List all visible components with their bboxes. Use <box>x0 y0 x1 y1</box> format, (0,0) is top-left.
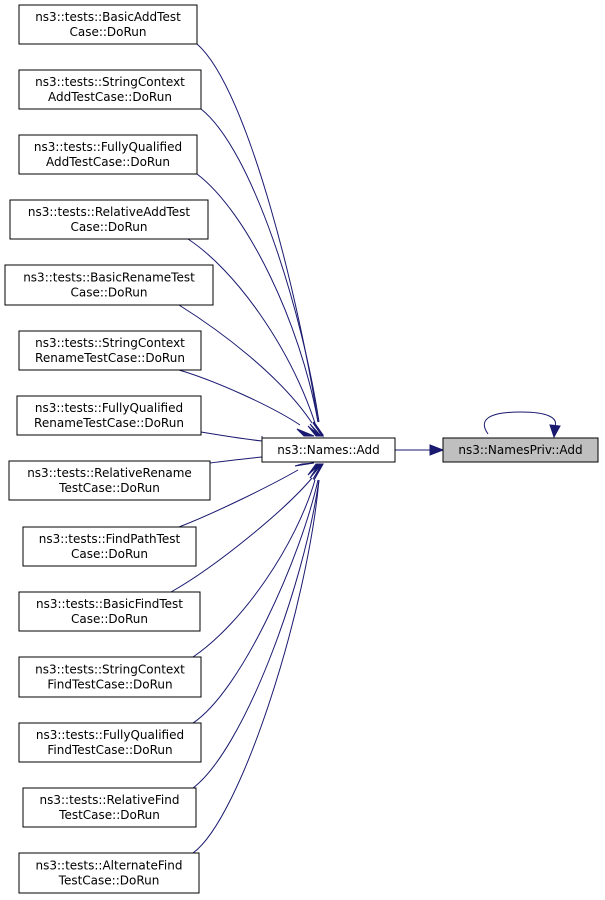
node-string_context_find-box <box>18 656 202 698</box>
node-fully_qualified_find[interactable]: ns3::tests::FullyQualifiedFindTestCase::… <box>18 722 202 763</box>
node-alternate_find-box <box>18 852 200 894</box>
node-relative_find-box <box>22 787 197 828</box>
node-string_context_add-label-line-1: ns3::tests::StringContext <box>35 75 185 89</box>
node-fully_qualified_rename-label-line-1: ns3::tests::FullyQualified <box>35 401 183 415</box>
node-string_context_find-label-line-1: ns3::tests::StringContext <box>35 663 185 677</box>
arrowhead-find_path <box>294 462 315 467</box>
edge-names-priv-add-self-loop <box>483 411 557 435</box>
node-relative_add-label-line-2: Case::DoRun <box>70 220 147 234</box>
edge-basic_find-to-names-add <box>170 477 313 593</box>
edge-relative_add-to-names-add <box>187 238 316 424</box>
node-string_context_rename-box <box>18 330 202 371</box>
node-relative_rename[interactable]: ns3::tests::RelativeRenameTestCase::DoRu… <box>8 460 211 501</box>
node-fully_qualified_add[interactable]: ns3::tests::FullyQualifiedAddTestCase::D… <box>18 134 198 175</box>
edge-fully_qualified_rename-to-names-add <box>200 431 263 442</box>
edge-relative_rename-to-names-add <box>209 456 263 464</box>
arrowhead-string_context_rename <box>296 428 315 437</box>
node-names_priv_add[interactable]: ns3::NamesPriv::Add <box>442 437 599 463</box>
edge-relative_find-to-names-add <box>192 479 320 789</box>
node-relative_find-label-line-1: ns3::tests::RelativeFind <box>40 793 180 807</box>
edge-string_context_add-to-names-add <box>200 108 320 423</box>
node-relative_add-box <box>9 199 209 240</box>
node-names_priv_add-box <box>442 437 599 463</box>
arrowhead-names-priv-add <box>429 444 445 456</box>
node-fully_qualified_find-label-line-1: ns3::tests::FullyQualified <box>36 728 184 742</box>
node-names_add-box <box>261 437 396 463</box>
node-fully_qualified_rename-label-line-2: RenameTestCase::DoRun <box>34 416 184 430</box>
node-basic_add-label-line-1: ns3::tests::BasicAddTest <box>35 10 181 24</box>
node-names_priv_add-label-line-1: ns3::NamesPriv::Add <box>458 443 582 457</box>
node-fully_qualified_rename[interactable]: ns3::tests::FullyQualifiedRenameTestCase… <box>16 395 202 436</box>
node-find_path-label-line-1: ns3::tests::FindPathTest <box>39 532 181 546</box>
edge-fully_qualified_find-to-names-add <box>192 479 319 724</box>
node-fully_qualified_rename-box <box>16 395 202 436</box>
node-relative_find-label-line-2: TestCase::DoRun <box>58 808 160 822</box>
node-relative_add-label-line-1: ns3::tests::RelativeAddTest <box>28 205 191 219</box>
node-basic_rename-label-line-2: Case::DoRun <box>70 286 147 300</box>
node-find_path-box <box>22 526 197 567</box>
node-fully_qualified_add-box <box>18 134 198 175</box>
node-alternate_find-label-line-2: TestCase::DoRun <box>58 874 160 888</box>
node-fully_qualified_find-box <box>18 722 202 763</box>
node-string_context_find-label-line-2: FindTestCase::DoRun <box>47 678 172 692</box>
arrowhead-fully_qualified_add <box>312 421 324 437</box>
node-basic_find-label-line-2: Case::DoRun <box>71 612 148 626</box>
edge-basic_add-to-names-add <box>196 43 319 423</box>
node-string_context_add-label-line-2: AddTestCase::DoRun <box>48 90 172 104</box>
node-basic_rename-label-line-1: ns3::tests::BasicRenameTest <box>23 271 195 285</box>
node-relative_rename-box <box>8 460 211 501</box>
node-string_context_add-box <box>18 69 202 110</box>
arrowhead-alternate_find <box>313 463 324 481</box>
node-basic_add-label-line-2: Case::DoRun <box>69 25 146 39</box>
node-find_path-label-line-2: Case::DoRun <box>71 547 148 561</box>
arrowhead-basic_rename <box>307 425 322 437</box>
arrowhead-string_context_find <box>309 463 324 479</box>
node-fully_qualified_add-label-line-2: AddTestCase::DoRun <box>46 155 170 169</box>
node-basic_add-box <box>18 4 198 45</box>
node-alternate_find-label-line-1: ns3::tests::AlternateFind <box>36 859 183 873</box>
node-relative_rename-label-line-2: TestCase::DoRun <box>58 481 160 495</box>
edge-string_context_rename-to-names-add <box>178 369 301 426</box>
node-string_context_find[interactable]: ns3::tests::StringContextFindTestCase::D… <box>18 656 202 698</box>
node-string_context_rename-label-line-1: ns3::tests::StringContext <box>35 336 185 350</box>
edge-fully_qualified_add-to-names-add <box>196 173 319 423</box>
arrowhead-self-loop <box>549 424 561 439</box>
edge-basic_rename-to-names-add <box>178 304 313 424</box>
edge-alternate_find-to-names-add <box>192 479 320 854</box>
node-names_add-label-line-1: ns3::Names::Add <box>277 443 380 457</box>
edge-find_path-to-names-add <box>178 469 299 528</box>
node-string_context_rename[interactable]: ns3::tests::StringContextRenameTestCase:… <box>18 330 202 371</box>
edge-string_context_find-to-names-add <box>192 479 316 658</box>
edges-layer <box>170 43 561 854</box>
nodes-layer: ns3::tests::BasicAddTestCase::DoRunns3::… <box>4 4 599 894</box>
node-basic_find-label-line-1: ns3::tests::BasicFindTest <box>36 597 183 611</box>
node-relative_rename-label-line-1: ns3::tests::RelativeRename <box>27 466 192 480</box>
node-basic_find-box <box>18 591 201 632</box>
node-names_add[interactable]: ns3::Names::Add <box>261 437 396 463</box>
node-string_context_rename-label-line-2: RenameTestCase::DoRun <box>35 351 185 365</box>
node-string_context_add[interactable]: ns3::tests::StringContextAddTestCase::Do… <box>18 69 202 110</box>
node-fully_qualified_find-label-line-2: FindTestCase::DoRun <box>47 743 172 757</box>
node-basic_rename-box <box>4 264 214 306</box>
node-fully_qualified_add-label-line-1: ns3::tests::FullyQualified <box>34 140 182 154</box>
